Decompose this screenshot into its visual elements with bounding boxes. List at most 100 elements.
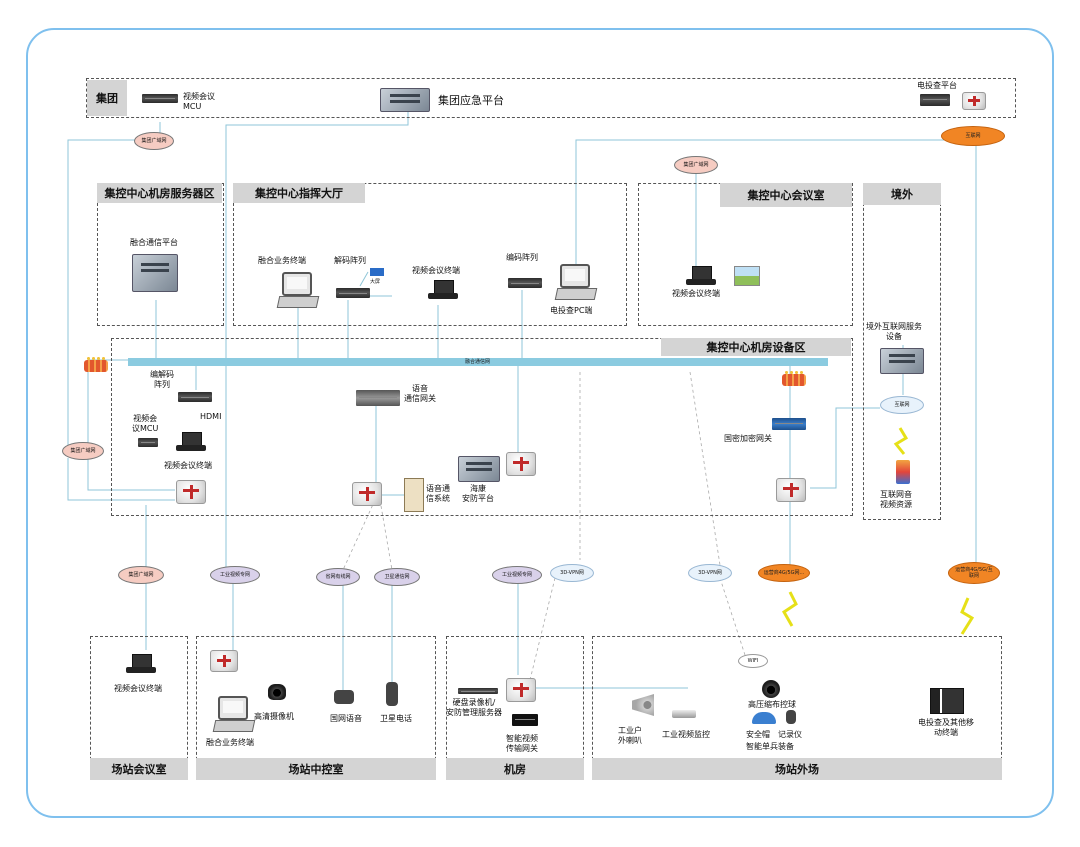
speaker-label: 工业户 外喇叭: [618, 726, 642, 745]
firewall-right-icon: [782, 370, 806, 386]
voice-system-icon: [404, 478, 424, 512]
video-mcu-left-icon: [138, 438, 158, 447]
cloud-grid-net: 省网有线网: [316, 568, 360, 586]
elec-platform-rack-icon: [920, 94, 950, 106]
ind-camera-icon: [672, 710, 696, 718]
cloud-vpn-1: 3D-VPN网: [550, 564, 594, 582]
grid-voice-label: 国网语音: [330, 714, 362, 723]
cloud-internet-top: 互联网: [941, 126, 1005, 146]
big-screen-icon: [370, 268, 384, 276]
voice-gateway-label: 语音 通信网关: [404, 384, 436, 403]
cloud-jt-wan-3: 集团广域网: [62, 442, 104, 460]
video-terminal-hall-icon: [428, 280, 458, 300]
switch-voice-icon: [352, 482, 382, 506]
hv-ball-label: 高压缩布控球: [748, 700, 796, 709]
helmet-icon: [752, 712, 776, 724]
zone-title-equipment-area: 集控中心机房设备区: [661, 338, 851, 356]
voice-system-label: 语音通 信系统: [426, 484, 450, 503]
fusion-terminal-hall-icon: [276, 272, 320, 308]
phone-icon: [896, 460, 910, 484]
hd-camera-label: 高清摄像机: [254, 712, 294, 721]
switch-right-icon: [776, 478, 806, 502]
nvr-icon: [458, 688, 498, 694]
top-switch-icon: [962, 92, 986, 110]
cloud-vpn-2: 3D-VPN网: [688, 564, 732, 582]
zone-command-hall: [233, 183, 627, 326]
video-terminal-hall-label: 视频会议终端: [412, 266, 460, 275]
crypto-gateway-icon: [772, 418, 806, 430]
fusion-terminal-station-icon: [212, 696, 256, 732]
decode-matrix-icon: [336, 288, 370, 298]
recorder-label: 记录仪: [778, 730, 802, 739]
cloud-jt-wan-2: 集团广域网: [674, 156, 718, 174]
video-terminal-meeting-icon: [686, 266, 716, 286]
fusion-terminal-hall-label: 融合业务终端: [258, 256, 306, 265]
overseas-server-label: 境外互联网服务 设备: [866, 322, 922, 341]
ind-monitor-label: 工业视频监控: [662, 730, 710, 739]
cloud-internet: 互联网: [880, 396, 924, 414]
pc-terminal-icon: [554, 264, 598, 300]
mobile-terminal-label: 电投查及其他移 动终端: [918, 718, 974, 737]
encode-matrix-label: 编码阵列: [506, 253, 538, 262]
codec-matrix-icon: [178, 392, 212, 402]
cloud-sat-net: 卫星通信网: [374, 568, 420, 586]
bus-label: 融合通信网: [465, 359, 491, 365]
switch-station-icon: [210, 650, 238, 672]
zone-title-jituan: 集团: [87, 80, 127, 116]
cloud-jt-wan-1: 集团广域网: [134, 132, 174, 150]
diagram-frame: [26, 28, 1054, 818]
zone-jituan: [86, 78, 1016, 118]
zone-title-meeting-room: 集控中心会议室: [720, 183, 852, 207]
cloud-wifi: WIFI: [738, 654, 768, 668]
nvr-label: 硬盘录像机/ 安防管理服务器: [446, 698, 502, 717]
zone-title-station-control: 场站中控室: [196, 758, 436, 780]
zone-equipment-area: [111, 338, 853, 516]
zone-title-overseas: 境外: [863, 183, 941, 205]
video-terminal-left-icon: [176, 432, 206, 452]
meeting-screen-icon: [734, 266, 760, 286]
video-mcu-left-label: 视频会 议MCU: [132, 414, 159, 433]
switch-hik-icon: [506, 452, 536, 476]
emergency-platform-icon: [380, 88, 430, 112]
big-screen-label: 大屏: [370, 279, 381, 285]
encode-matrix-icon: [508, 278, 542, 288]
fusion-comm-bus: [128, 358, 828, 366]
hdmi-label: HDMI: [200, 412, 222, 421]
zone-title-machine-room: 机房: [446, 758, 584, 780]
emergency-platform-label: 集团应急平台: [438, 94, 504, 107]
voice-gateway-icon: [356, 390, 400, 406]
overseas-server-icon: [880, 348, 924, 374]
fusion-comm-platform-icon: [132, 254, 178, 292]
firewall-left-icon: [84, 356, 108, 372]
speaker-icon: [632, 694, 654, 716]
mobile-terminal-icon: [930, 688, 964, 714]
video-terminal-meeting-label: 视频会议终端: [672, 289, 720, 298]
zone-title-server-room: 集控中心机房服务器区: [97, 183, 222, 203]
recorder-icon: [786, 710, 796, 724]
station-video-terminal-icon: [126, 654, 156, 674]
switch-machine-icon: [506, 678, 536, 702]
sat-phone-icon: [386, 682, 398, 706]
smart-gateway-label: 智能视频 传输网关: [506, 734, 538, 753]
mcu-top-label: 视频会议 MCU: [183, 92, 215, 111]
switch-left-icon: [176, 480, 206, 504]
decode-matrix-label: 解码阵列: [334, 256, 366, 265]
pc-terminal-label: 电投查PC端: [550, 306, 593, 315]
elec-inspect-platform-label: 电投查平台: [917, 81, 957, 90]
fusion-terminal-station-label: 融合业务终端: [206, 738, 254, 747]
cloud-carrier-1: 运营商4G/5G网...: [758, 564, 810, 582]
cloud-ind-video-2: 工业视频专网: [492, 566, 542, 584]
cloud-ind-video-1: 工业视频专网: [210, 566, 260, 584]
sat-phone-label: 卫星电话: [380, 714, 412, 723]
grid-phone-icon: [334, 690, 354, 704]
video-terminal-left-label: 视频会议终端: [164, 461, 212, 470]
mcu-top-icon: [142, 94, 178, 103]
zone-title-station-outdoor: 场站外场: [592, 758, 1002, 780]
zone-title-station-meeting: 场站会议室: [90, 758, 188, 780]
internet-av-label: 互联网音 视频资源: [880, 490, 912, 509]
smart-gateway-icon: [512, 714, 538, 726]
hikvision-icon: [458, 456, 500, 482]
hikvision-label: 海康 安防平台: [462, 484, 494, 503]
cloud-carrier-2: 运营商4G/5G/互 联网: [948, 562, 1000, 584]
fusion-comm-platform-label: 融合通信平台: [130, 238, 178, 247]
